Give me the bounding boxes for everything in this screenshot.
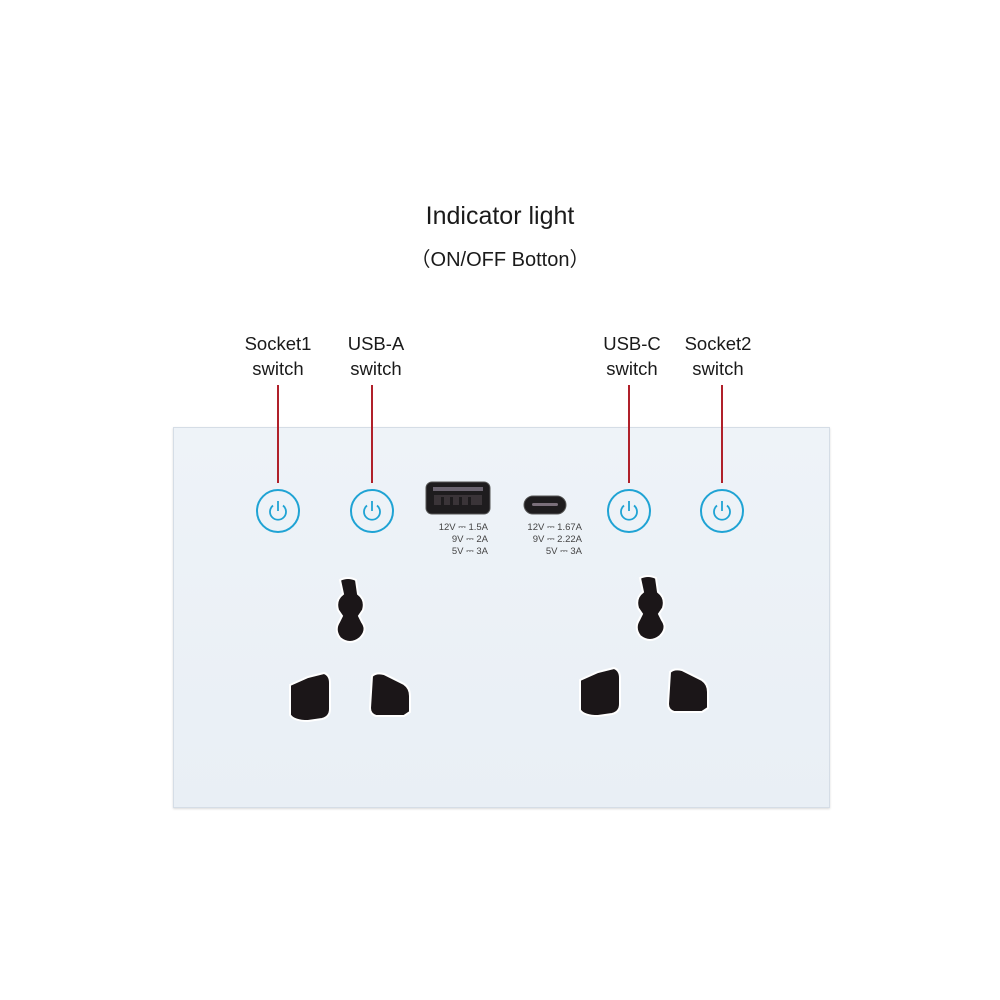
socket1-switch-button[interactable] <box>256 489 300 533</box>
spec-line: 5V ⎓ 3A <box>545 546 582 557</box>
callout-line2: switch <box>606 358 658 379</box>
spec-line: 12V ⎓ 1.5A <box>438 522 488 533</box>
diagram-subtitle: （ON/OFF Botton） <box>410 249 590 271</box>
power-icon <box>713 501 731 521</box>
spec-line: 12V ⎓ 1.67A <box>527 522 582 533</box>
diagram-title: Indicator light <box>425 202 575 230</box>
callout-usb-a-switch: USB-A switch <box>316 331 436 381</box>
socket2-outlet <box>579 575 709 718</box>
callout-line2: switch <box>692 358 744 379</box>
usb-a-port-icon <box>425 481 491 515</box>
callout-line <box>277 385 279 483</box>
usb-c-switch-button[interactable] <box>607 489 651 533</box>
power-icon <box>363 501 381 521</box>
spec-line: 9V ⎓ 2A <box>451 534 488 545</box>
socket2-switch-button[interactable] <box>700 489 744 533</box>
usb-c-port-icon <box>523 495 567 515</box>
power-icon <box>269 501 287 521</box>
callout-line1: Socket2 <box>684 333 752 354</box>
callout-socket1-switch: Socket1 switch <box>218 331 338 381</box>
callout-line1: USB-A <box>347 333 405 354</box>
callout-line <box>371 385 373 483</box>
callout-line <box>721 385 723 483</box>
power-icon <box>620 501 638 521</box>
callout-line1: Socket1 <box>244 333 312 354</box>
callout-socket2-switch: Socket2 switch <box>658 331 778 381</box>
spec-line: 9V ⎓ 2.22A <box>532 534 582 545</box>
callout-line <box>628 385 630 483</box>
usb-a-switch-button[interactable] <box>350 489 394 533</box>
callout-usb-c-switch: USB-C switch <box>572 331 692 381</box>
callout-line2: switch <box>350 358 402 379</box>
socket1-outlet <box>289 577 411 723</box>
callout-line1: USB-C <box>603 333 661 354</box>
callout-line2: switch <box>252 358 304 379</box>
spec-line: 5V ⎓ 3A <box>451 546 488 557</box>
